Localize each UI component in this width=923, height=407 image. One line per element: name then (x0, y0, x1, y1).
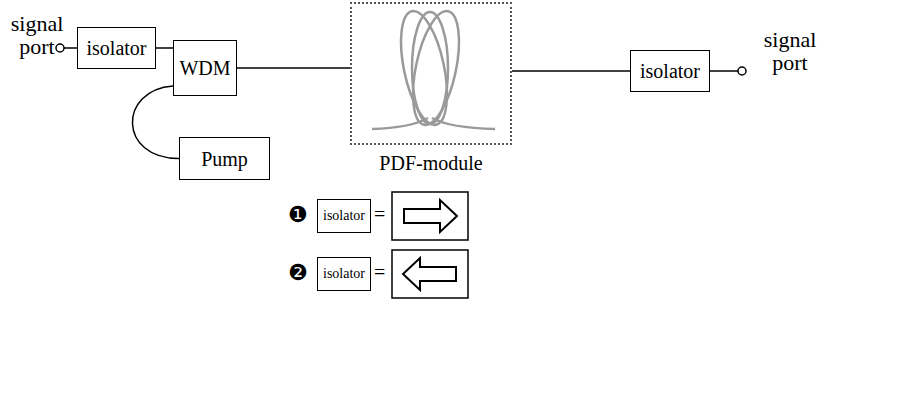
port-terminal (738, 67, 746, 75)
box-label: isolator (87, 37, 147, 59)
box-label: Pump (201, 148, 248, 170)
right-arrow-symbol (404, 200, 457, 232)
box-label: isolator (323, 208, 365, 223)
callout-number: ❶ (288, 203, 308, 226)
module-label: PDF-module (350, 152, 512, 174)
isolator-box: isolator (77, 27, 156, 69)
fiber-connector (132, 86, 179, 159)
arrow-symbol-box (392, 250, 468, 298)
fiber-connector (237, 68, 350, 69)
isolator-box: isolator (317, 199, 371, 233)
port-terminal (56, 44, 64, 52)
box-label: WDM (179, 57, 230, 79)
left-arrow-symbol (403, 258, 456, 290)
isolator-box: isolator (317, 257, 371, 291)
port-wire (64, 47, 77, 49)
port-wire (710, 70, 738, 72)
isolator-box: isolator (630, 50, 710, 92)
wdm-box: WDM (173, 40, 237, 96)
dotted-outline (350, 2, 512, 145)
arrow-symbol-box (392, 192, 468, 240)
equals-sign: = (374, 204, 385, 225)
callout-number: ❷ (288, 261, 308, 284)
fiber-connector (156, 48, 173, 49)
fiber-connector (512, 71, 630, 72)
pump-box: Pump (179, 137, 270, 180)
box-label: isolator (640, 60, 700, 82)
port-label: signal port (752, 28, 828, 74)
fiber-module: PDF-module (350, 2, 512, 172)
fiber-coil (372, 7, 495, 129)
equals-sign: = (374, 262, 385, 283)
port-label: signal port (2, 12, 72, 58)
box-label: isolator (323, 266, 365, 281)
